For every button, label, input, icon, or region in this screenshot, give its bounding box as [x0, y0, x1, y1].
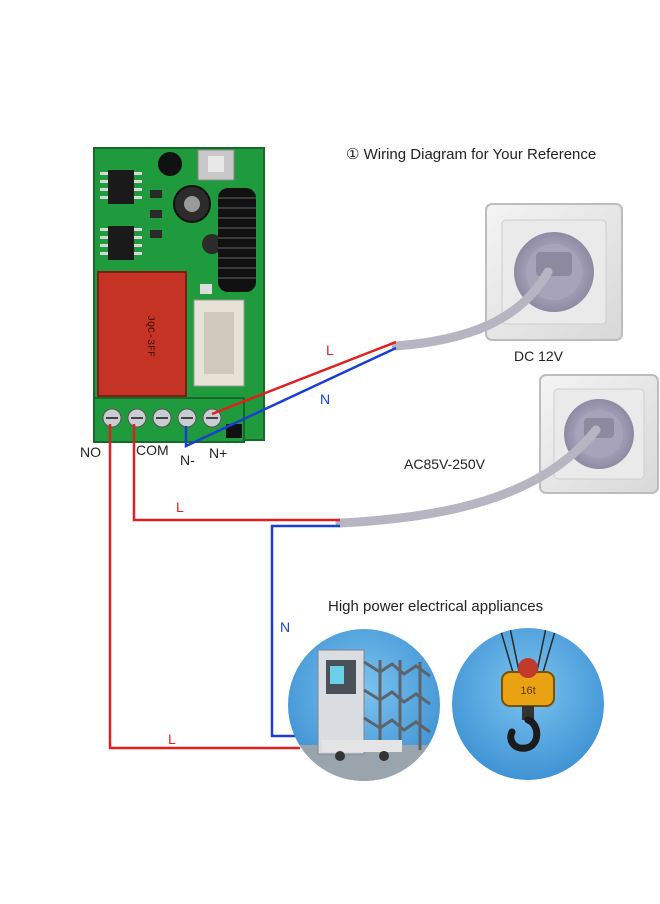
load-live-wire — [108, 424, 300, 750]
appliances-label: High power electrical appliances — [328, 598, 543, 615]
ac-socket — [539, 374, 659, 494]
terminal-label-com: COM — [136, 442, 169, 458]
terminal-label-n-minus: N- — [180, 452, 195, 468]
dc-live-wire — [211, 340, 397, 416]
hook — [507, 716, 541, 752]
ac-cable — [335, 425, 601, 528]
relay-marking: JQC-3FF — [144, 315, 155, 357]
ac-neutral-letter: N — [280, 619, 290, 635]
dc-cable — [391, 267, 553, 351]
ac-neutral-wire — [270, 524, 340, 738]
dc-neutral-wire — [184, 346, 397, 448]
ac-live-letter: L — [176, 499, 184, 515]
learn-button — [197, 149, 235, 181]
gate-arms — [363, 660, 431, 750]
ac-voltage-label: AC85V-250V — [404, 456, 486, 472]
terminal-label-no: NO — [80, 444, 101, 460]
dc-neutral-letter: N — [320, 391, 330, 407]
ac-live-wire — [132, 424, 340, 522]
gate-appliance — [288, 629, 440, 781]
antenna-coil — [218, 188, 256, 292]
terminal-screws — [102, 408, 222, 428]
diagram-title: ① Wiring Diagram for Your Reference — [346, 146, 596, 163]
ic-chip — [108, 226, 134, 260]
dc-live-letter: L — [326, 342, 334, 358]
dc-voltage-label: DC 12V — [514, 348, 564, 364]
load-live-letter: L — [168, 731, 176, 747]
buzzer — [158, 152, 182, 176]
terminal-label-n-plus: N+ — [209, 445, 227, 461]
receiver-module: JQC-3FF — [93, 147, 265, 443]
relay — [97, 271, 187, 397]
ic-chip — [108, 170, 134, 204]
hook-marking: 16t — [520, 685, 535, 697]
crane-hook-appliance: 16t — [452, 628, 604, 780]
